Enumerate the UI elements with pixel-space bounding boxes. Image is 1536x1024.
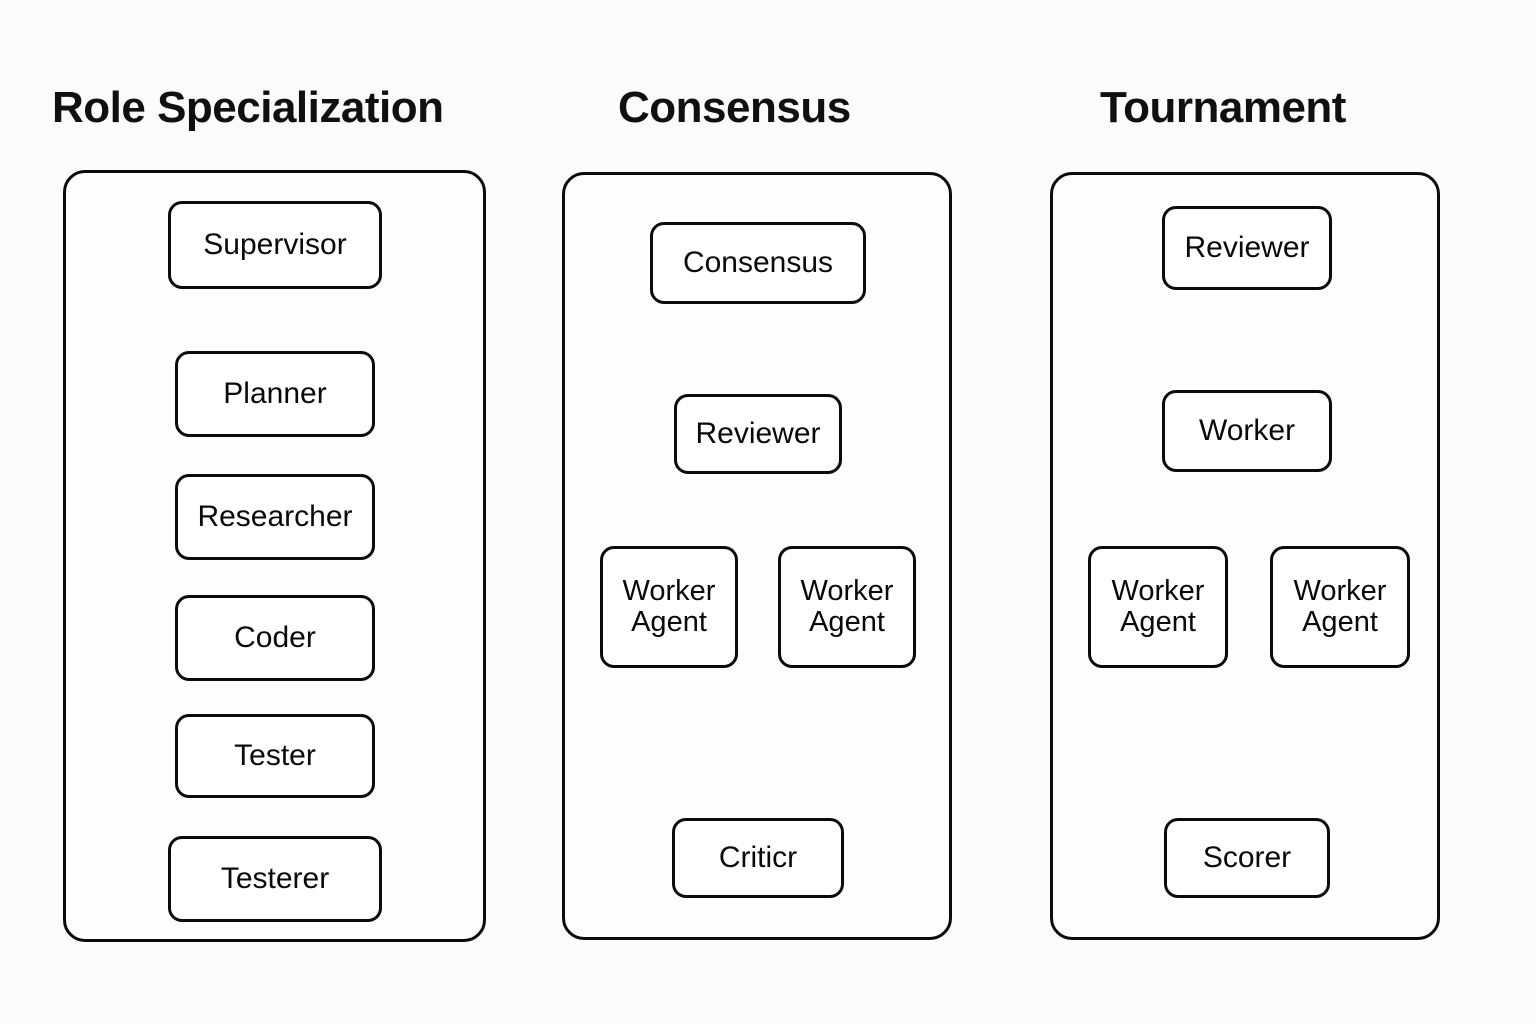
node-worker-right[interactable]: Worker Agent xyxy=(778,546,916,668)
node-worker-t[interactable]: Worker xyxy=(1162,390,1332,472)
node-worker-right-t[interactable]: Worker Agent xyxy=(1270,546,1410,668)
node-planner[interactable]: Planner xyxy=(175,351,375,437)
node-tester[interactable]: Tester xyxy=(175,714,375,798)
node-critic[interactable]: Criticr xyxy=(672,818,844,898)
panel-title-role-specialization: Role Specialization xyxy=(52,83,444,132)
node-consensus-root[interactable]: Consensus xyxy=(650,222,866,304)
node-reviewer[interactable]: Reviewer xyxy=(674,394,842,474)
node-coder[interactable]: Coder xyxy=(175,595,375,681)
node-researcher[interactable]: Researcher xyxy=(175,474,375,560)
panel-title-consensus: Consensus xyxy=(618,83,851,132)
node-worker-left-t[interactable]: Worker Agent xyxy=(1088,546,1228,668)
node-supervisor[interactable]: Supervisor xyxy=(168,201,382,289)
panel-title-tournament: Tournament xyxy=(1100,83,1346,132)
node-testerer[interactable]: Testerer xyxy=(168,836,382,922)
node-reviewer-t[interactable]: Reviewer xyxy=(1162,206,1332,290)
node-worker-left[interactable]: Worker Agent xyxy=(600,546,738,668)
node-scorer[interactable]: Scorer xyxy=(1164,818,1330,898)
